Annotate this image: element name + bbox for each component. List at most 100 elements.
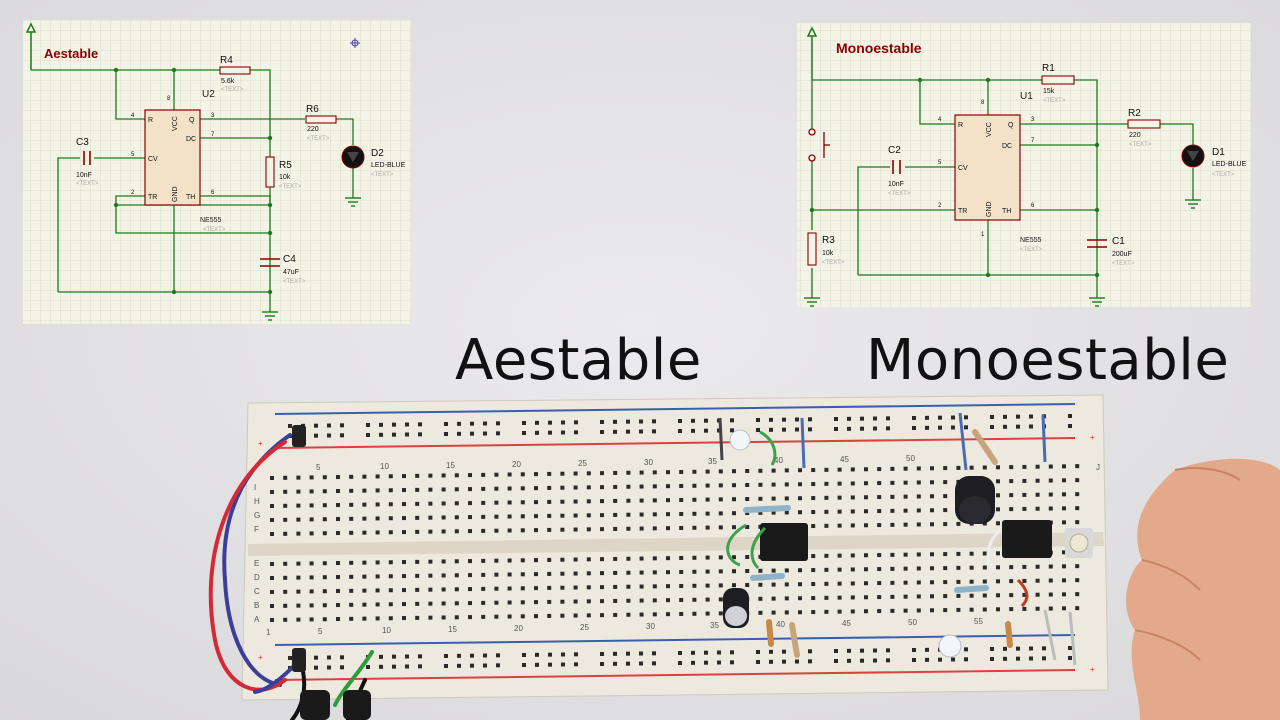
d2-value: LED-BLUE (371, 162, 406, 169)
breadboard-hole (652, 526, 657, 531)
breadboard-hole (283, 589, 288, 594)
breadboard-hole (600, 652, 604, 656)
breadboard-hole (613, 429, 617, 434)
breadboard-hole (982, 465, 987, 470)
breadboard-hole (996, 551, 1000, 556)
breadboard-hole (613, 498, 618, 503)
breadboard-hole (520, 614, 525, 619)
breadboard-hole (574, 420, 578, 425)
breadboard-hole (1009, 493, 1014, 498)
breadboard-hole (996, 579, 1000, 584)
breadboard-hole (415, 559, 420, 564)
crosshair-icon (350, 38, 360, 48)
breadboard-hole (336, 517, 340, 522)
breadboard-hole (639, 419, 643, 424)
breadboard-hole (930, 494, 934, 499)
svg-text:VCC: VCC (172, 116, 179, 131)
breadboard-hole (1068, 424, 1072, 428)
breadboard-hole (349, 574, 354, 579)
breadboard-hole (930, 466, 934, 471)
breadboard-hole (441, 473, 446, 478)
breadboard-hole (758, 582, 763, 587)
breadboard-hole (837, 495, 842, 500)
breadboard-hole (418, 432, 422, 437)
breadboard-hole (574, 662, 578, 667)
breadboard-hole (718, 555, 723, 560)
text-placeholder: <TEXT> (307, 136, 330, 142)
ground-icon (804, 297, 820, 307)
text-placeholder: <TEXT> (1043, 98, 1066, 104)
svg-text:30: 30 (646, 622, 655, 631)
breadboard-hole (943, 594, 948, 599)
breadboard-hole (574, 430, 578, 435)
pushbutton-icon (1065, 528, 1093, 558)
breadboard-hole (613, 584, 618, 589)
breadboard-hole (1075, 520, 1080, 525)
breadboard-hole (969, 551, 974, 556)
breadboard-hole (956, 551, 961, 556)
breadboard-hole (483, 421, 487, 426)
svg-text:5: 5 (318, 627, 323, 636)
breadboard-hole (1022, 564, 1027, 569)
breadboard-hole (560, 613, 565, 618)
breadboard-hole (626, 570, 631, 575)
breadboard-hole (547, 599, 552, 604)
breadboard-hole (769, 427, 773, 432)
breadboard-hole (1048, 578, 1053, 583)
breadboard-hole (718, 511, 723, 516)
breadboard-hole (692, 469, 697, 474)
breadboard-hole (379, 432, 383, 437)
breadboard-hole (718, 611, 723, 616)
breadboard-hole (375, 574, 380, 579)
breadboard-hole (1075, 564, 1080, 569)
breadboard-hole (943, 494, 948, 499)
breadboard-hole (336, 589, 340, 594)
breadboard-hole (705, 525, 710, 530)
breadboard-hole (534, 558, 538, 563)
svg-text:4: 4 (938, 117, 942, 123)
breadboard-hole (890, 508, 895, 513)
breadboard-hole (847, 658, 851, 663)
resistor-icon (1127, 119, 1161, 129)
breadboard-hole (1016, 414, 1020, 419)
breadboard-hole (1035, 464, 1040, 469)
breadboard-hole (782, 649, 786, 654)
breadboard-hole (916, 480, 921, 485)
svg-text:10: 10 (380, 462, 389, 471)
chip-pin-labels: R Q DC CV TR TH VCC GND (958, 122, 1014, 217)
breadboard-hole (925, 425, 929, 430)
breadboard-hole (916, 594, 921, 599)
breadboard-hole (402, 488, 406, 493)
breadboard-hole (1016, 646, 1020, 651)
breadboard-hole (520, 514, 525, 519)
breadboard-hole (864, 609, 868, 614)
breadboard-hole (956, 465, 961, 470)
breadboard-hole (1068, 414, 1072, 418)
breadboard-hole (916, 566, 921, 571)
breadboard-hole (483, 653, 487, 658)
breadboard-hole (639, 570, 644, 575)
breadboard-hole (639, 598, 644, 603)
breadboard-hole (600, 420, 604, 424)
breadboard-hole (613, 526, 618, 531)
breadboard-hole (969, 465, 974, 470)
breadboard-hole (388, 488, 393, 493)
breadboard-hole (547, 557, 552, 562)
breadboard-hole (1062, 506, 1066, 511)
breadboard-hole (1035, 506, 1040, 511)
breadboard-hole (837, 567, 842, 572)
breadboard-hole (990, 647, 994, 651)
breadboard-hole (314, 433, 318, 438)
svg-text:20: 20 (514, 624, 523, 633)
breadboard-hole (730, 428, 734, 433)
breadboard-hole (837, 553, 842, 558)
clip-black (292, 648, 306, 672)
resistor-icon (219, 66, 251, 75)
breadboard-hole (534, 614, 538, 619)
breadboard-hole (586, 499, 591, 504)
breadboard-hole (494, 558, 499, 563)
breadboard-hole (600, 585, 604, 590)
breadboard-hole (405, 432, 409, 437)
breadboard-hole (600, 499, 604, 504)
breadboard-hole (600, 430, 604, 434)
